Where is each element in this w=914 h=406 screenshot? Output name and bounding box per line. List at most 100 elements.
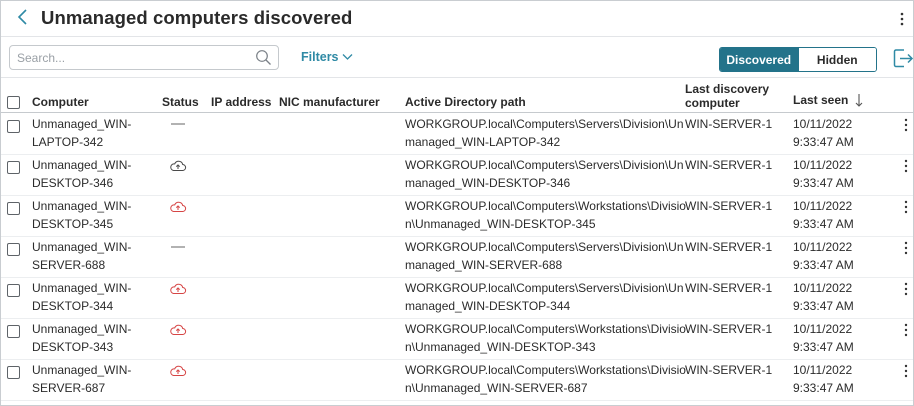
last-discovery-computer-cell: WIN-SERVER-1 [685, 281, 773, 295]
row-more-options-icon[interactable] [904, 282, 908, 296]
ad-path-line1: WORKGROUP.local\Computers\Servers\Divisi… [405, 117, 684, 131]
ad-path-line1: WORKGROUP.local\Computers\Workstations\D… [405, 363, 686, 377]
sort-descending-icon[interactable] [854, 93, 864, 107]
back-arrow-icon[interactable] [14, 7, 32, 27]
row-checkbox[interactable] [7, 202, 20, 215]
table-header: Computer Status IP address NIC manufactu… [1, 77, 913, 113]
discovered-toggle-button[interactable]: Discovered [720, 48, 798, 71]
ad-path-line2: managed_WIN-DESKTOP-346 [405, 176, 571, 190]
table-row[interactable]: Unmanaged_WIN- SERVER-687 WORKGROUP.local\… [1, 360, 913, 401]
search-icon[interactable] [255, 49, 272, 66]
computer-name-line1: Unmanaged_WIN- [32, 199, 132, 213]
table-row[interactable]: Unmanaged_WIN- SERVER-688 WORKGROUP.local\… [1, 237, 913, 278]
last-seen-date: 10/11/2022 [793, 158, 853, 172]
last-discovery-computer-cell: WIN-SERVER-1 [685, 363, 773, 377]
row-more-options-icon[interactable] [904, 323, 908, 337]
last-seen-time: 9:33:47 AM [793, 217, 854, 231]
computer-name-line1: Unmanaged_WIN- [32, 322, 132, 336]
row-more-options-icon[interactable] [904, 200, 908, 214]
last-seen-time: 9:33:47 AM [793, 340, 854, 354]
last-seen-date: 10/11/2022 [793, 240, 853, 254]
ad-path-line1: WORKGROUP.local\Computers\Workstations\D… [405, 199, 686, 213]
export-icon[interactable] [892, 45, 914, 71]
status-cloud-error-icon [170, 365, 187, 377]
column-header-last-discovery-line2[interactable]: computer [685, 96, 740, 110]
status-cloud-upload-icon [170, 160, 187, 172]
status-none-dash-icon [171, 123, 185, 125]
last-seen-date: 10/11/2022 [793, 281, 853, 295]
computer-name-line1: Unmanaged_WIN- [32, 158, 132, 172]
column-header-nic-manufacturer[interactable]: NIC manufacturer [279, 95, 380, 109]
view-toggle: Discovered Hidden [719, 47, 877, 72]
page-header: Unmanaged computers discovered [1, 1, 913, 37]
page-title: Unmanaged computers discovered [41, 7, 353, 28]
computer-name-line2: DESKTOP-344 [32, 299, 114, 313]
filters-button[interactable]: Filters [301, 50, 339, 64]
status-cloud-error-icon [170, 201, 187, 213]
computer-name-line2: DESKTOP-343 [32, 340, 114, 354]
last-discovery-computer-cell: WIN-SERVER-1 [685, 199, 773, 213]
computer-name-line2: DESKTOP-346 [32, 176, 114, 190]
row-checkbox[interactable] [7, 120, 20, 133]
last-seen-date: 10/11/2022 [793, 117, 853, 131]
table-row[interactable]: Unmanaged_WIN- DESKTOP-343 WORKGROUP.local… [1, 319, 913, 360]
last-seen-time: 9:33:47 AM [793, 258, 854, 272]
ad-path-line1: WORKGROUP.local\Computers\Workstations\D… [405, 322, 686, 336]
computer-name-line1: Unmanaged_WIN- [32, 363, 132, 377]
row-checkbox[interactable] [7, 243, 20, 256]
search-input[interactable]: Search... [9, 45, 279, 70]
row-more-options-icon[interactable] [904, 241, 908, 255]
column-header-last-seen[interactable]: Last seen [793, 93, 849, 107]
column-header-status[interactable]: Status [162, 95, 199, 109]
last-seen-time: 9:33:47 AM [793, 381, 854, 395]
last-seen-time: 9:33:47 AM [793, 176, 854, 190]
hidden-toggle-button[interactable]: Hidden [797, 48, 876, 71]
ad-path-line1: WORKGROUP.local\Computers\Servers\Divisi… [405, 158, 684, 172]
row-more-options-icon[interactable] [904, 118, 908, 132]
ad-path-line2: n\Unmanaged_WIN-DESKTOP-345 [405, 217, 596, 231]
row-more-options-icon[interactable] [904, 364, 908, 378]
column-header-ip-address[interactable]: IP address [211, 95, 272, 109]
table-row[interactable]: Unmanaged_WIN- DESKTOP-345 WORKGROUP.local… [1, 196, 913, 237]
last-discovery-computer-cell: WIN-SERVER-1 [685, 158, 773, 172]
last-discovery-computer-cell: WIN-SERVER-1 [685, 240, 773, 254]
row-checkbox[interactable] [7, 161, 20, 174]
computer-name-line2: LAPTOP-342 [32, 135, 104, 149]
column-header-last-discovery-line1[interactable]: Last discovery [685, 82, 770, 96]
ad-path-line2: managed_WIN-LAPTOP-342 [405, 135, 561, 149]
last-seen-date: 10/11/2022 [793, 322, 853, 336]
last-discovery-computer-cell: WIN-SERVER-1 [685, 322, 773, 336]
row-checkbox[interactable] [7, 325, 20, 338]
last-seen-time: 9:33:47 AM [793, 299, 854, 313]
computer-name-line1: Unmanaged_WIN- [32, 117, 132, 131]
status-none-dash-icon [171, 246, 185, 248]
ad-path-line2: n\Unmanaged_WIN-DESKTOP-343 [405, 340, 596, 354]
status-cloud-error-icon [170, 283, 187, 295]
ad-path-line1: WORKGROUP.local\Computers\Servers\Divisi… [405, 240, 684, 254]
row-more-options-icon[interactable] [904, 159, 908, 173]
select-all-checkbox[interactable] [7, 96, 20, 109]
computer-name-line1: Unmanaged_WIN- [32, 240, 132, 254]
computer-name-line2: DESKTOP-345 [32, 217, 114, 231]
ad-path-line1: WORKGROUP.local\Computers\Servers\Divisi… [405, 281, 684, 295]
status-cloud-error-icon [170, 324, 187, 336]
ad-path-line2: managed_WIN-DESKTOP-344 [405, 299, 571, 313]
column-header-computer[interactable]: Computer [32, 95, 89, 109]
last-seen-date: 10/11/2022 [793, 199, 853, 213]
ad-path-line2: managed_WIN-SERVER-688 [405, 258, 563, 272]
computer-name-line2: SERVER-687 [32, 381, 106, 395]
column-header-ad-path[interactable]: Active Directory path [405, 95, 526, 109]
last-seen-date: 10/11/2022 [793, 363, 853, 377]
row-checkbox[interactable] [7, 366, 20, 379]
last-seen-time: 9:33:47 AM [793, 135, 854, 149]
row-checkbox[interactable] [7, 284, 20, 297]
more-options-icon[interactable] [899, 11, 905, 27]
ad-path-line2: n\Unmanaged_WIN-SERVER-687 [405, 381, 588, 395]
table-row[interactable]: Unmanaged_WIN- DESKTOP-346 WORKGROUP.local… [1, 155, 913, 196]
computer-name-line2: SERVER-688 [32, 258, 106, 272]
chevron-down-icon[interactable] [342, 53, 353, 61]
last-discovery-computer-cell: WIN-SERVER-1 [685, 117, 773, 131]
table-row[interactable]: Unmanaged_WIN- LAPTOP-342 WORKGROUP.local\… [1, 114, 913, 155]
